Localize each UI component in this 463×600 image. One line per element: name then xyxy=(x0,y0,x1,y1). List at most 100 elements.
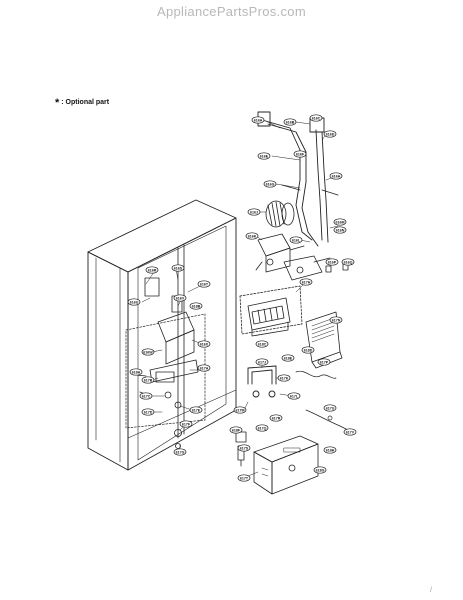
part-callout: 617A xyxy=(197,364,211,372)
part-callout: 616L xyxy=(289,236,303,244)
callout-label: 616J xyxy=(250,210,258,214)
callout-label: 617Q xyxy=(258,426,267,430)
callout-label: 617K xyxy=(280,376,289,380)
part-callout: 616A xyxy=(251,116,265,124)
callout-label: 617F xyxy=(182,422,191,426)
callout-oval xyxy=(189,406,203,414)
callout-oval xyxy=(289,236,303,244)
callout-oval xyxy=(333,218,347,226)
callout-label: 617H xyxy=(302,280,311,284)
callout-oval xyxy=(299,278,313,286)
leader-lines xyxy=(141,120,339,477)
callout-label: 618A xyxy=(132,370,141,374)
callout-label: 617L xyxy=(290,394,299,398)
wire-harness xyxy=(295,370,353,433)
callout-oval xyxy=(197,364,211,372)
callout-oval xyxy=(145,266,159,274)
ice-maker xyxy=(239,285,303,337)
callout-label: 616Q xyxy=(344,260,353,264)
callout-oval xyxy=(179,420,193,428)
callout-label: 618H xyxy=(326,448,335,452)
callout-label: 617N xyxy=(332,318,341,322)
callout-oval xyxy=(141,376,155,384)
heater-tube xyxy=(247,365,277,398)
callout-label: 618E xyxy=(284,356,293,360)
callout-label: 616T xyxy=(200,282,209,286)
callout-label: 618F xyxy=(232,428,241,432)
optional-part-note: *: Optional part xyxy=(55,97,109,109)
part-callout: 616R xyxy=(145,266,159,274)
callout-oval xyxy=(141,408,155,416)
callout-label: 616D xyxy=(326,132,335,136)
optional-part-label: : Optional part xyxy=(61,99,110,106)
callout-label: 617G xyxy=(176,450,185,454)
part-callout: 617V xyxy=(343,428,357,436)
callout-oval xyxy=(173,448,187,456)
part-callout: 617T xyxy=(237,474,251,482)
callout-oval xyxy=(251,116,265,124)
part-callout: 616F xyxy=(293,150,307,158)
part-callout: 616Q xyxy=(341,258,355,266)
part-callout: 617B xyxy=(141,376,155,384)
callout-label: 617T xyxy=(240,476,249,480)
part-callout: 617C xyxy=(139,392,153,400)
dispenser-housing-outline xyxy=(125,313,206,429)
part-callout: 617L xyxy=(287,392,301,400)
callout-oval xyxy=(287,392,301,400)
part-callout: 617M xyxy=(233,406,247,414)
part-callout: 618A xyxy=(129,368,143,376)
part-callout: 616E xyxy=(257,152,271,160)
callout-oval xyxy=(283,118,297,126)
callout-oval xyxy=(255,424,269,432)
callout-label: 616M xyxy=(336,220,345,224)
part-callout: 616J xyxy=(247,208,261,216)
part-callout: 616B xyxy=(283,118,297,126)
control-board xyxy=(253,435,319,495)
callout-oval xyxy=(263,180,277,188)
callout-oval xyxy=(343,428,357,436)
callout-oval xyxy=(317,358,331,366)
callout-label: 617M xyxy=(236,408,245,412)
part-callout: 617P xyxy=(317,358,331,366)
callout-label: 617U xyxy=(326,406,335,410)
callout-label: 616E xyxy=(260,154,269,158)
callout-label: 616V xyxy=(176,296,185,300)
callout-label: 617S xyxy=(240,446,249,450)
part-callout: 616V xyxy=(173,294,187,302)
callout-oval xyxy=(325,258,339,266)
callout-label: 616B xyxy=(286,120,295,124)
part-callout: 617U xyxy=(323,404,337,412)
callout-oval xyxy=(197,340,211,348)
callout-oval xyxy=(247,208,261,216)
callout-label: 616X xyxy=(200,342,209,346)
part-callout: 618E xyxy=(281,354,295,362)
callout-label: 617B xyxy=(144,378,153,382)
callout-oval xyxy=(269,414,283,422)
corner-mark: / xyxy=(430,587,432,594)
callout-label: 617A xyxy=(200,366,209,370)
part-callout: 617K xyxy=(277,374,291,382)
callout-oval xyxy=(323,404,337,412)
water-tube-assembly xyxy=(257,111,339,247)
callout-label: 617J xyxy=(258,360,266,364)
part-callout: 618H xyxy=(323,446,337,454)
part-callout: 616W xyxy=(141,348,155,356)
part-callout: 616N xyxy=(333,226,347,234)
part-callout: 617D xyxy=(141,408,155,416)
callout-oval xyxy=(329,172,343,180)
part-callout: 617F xyxy=(179,420,193,428)
callout-label: 616R xyxy=(148,268,157,272)
part-callout: 617N xyxy=(329,316,343,324)
callout-label: 618C xyxy=(258,342,267,346)
callout-oval xyxy=(127,298,141,306)
callout-oval xyxy=(341,258,355,266)
part-callout: 616P xyxy=(325,258,339,266)
callout-oval xyxy=(329,316,343,324)
callout-oval xyxy=(255,358,269,366)
callout-label: 616H xyxy=(332,174,341,178)
part-callout: 616D xyxy=(323,130,337,138)
part-callout: 618F xyxy=(229,426,243,434)
refrigerator-cabinet xyxy=(87,199,237,471)
